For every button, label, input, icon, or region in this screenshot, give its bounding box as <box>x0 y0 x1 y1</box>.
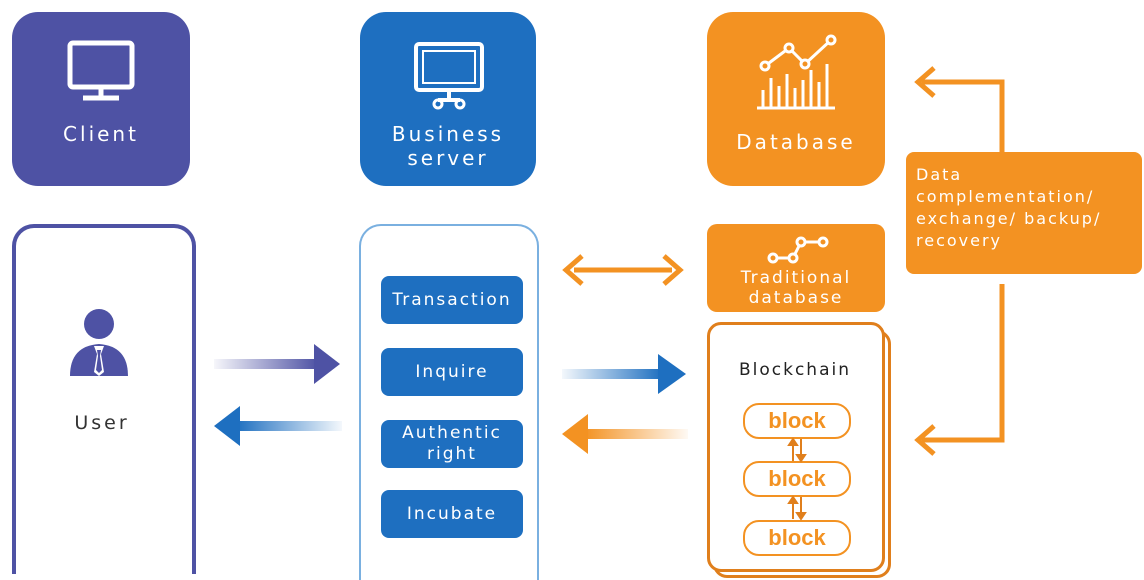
data-ops-to-blockchain-arrow <box>914 284 1005 456</box>
server-to-blockchain-arrow <box>562 354 686 394</box>
user-label: User <box>74 412 130 434</box>
data-ops-to-database-arrow <box>914 66 1005 152</box>
monitor-icon <box>67 40 135 101</box>
inquire-button[interactable]: Inquire <box>381 348 523 396</box>
traditional-database-label: Traditional database <box>740 268 852 308</box>
block-2: block <box>743 461 851 497</box>
blockchain-title: Blockchain <box>738 360 851 380</box>
block-link-arrows-2 <box>787 495 807 521</box>
user-to-server-arrow <box>214 344 340 384</box>
database-tile: Database <box>707 12 885 186</box>
transaction-button[interactable]: Transaction <box>381 276 523 324</box>
client-label: Client <box>63 122 139 146</box>
user-icon <box>70 309 128 376</box>
data-operations-label: Data complementation/ exchange/ backup/ … <box>916 165 1102 250</box>
traditional-database-box: Traditional database <box>707 224 885 312</box>
client-tile: Client <box>12 12 190 186</box>
server-icon <box>414 42 484 110</box>
business-server-tile: Business server <box>360 12 536 186</box>
server-traditional-db-double-arrow <box>562 254 684 286</box>
incubate-button[interactable]: Incubate <box>381 490 523 538</box>
block-3: block <box>743 520 851 556</box>
authentic-right-button[interactable]: Authentic right <box>381 420 523 468</box>
blockchain-to-server-arrow <box>562 414 688 454</box>
database-label: Database <box>736 130 856 154</box>
analytics-chart-icon <box>757 34 837 110</box>
server-to-user-arrow <box>214 406 342 446</box>
block-1: block <box>743 403 851 439</box>
block-link-arrows-1 <box>787 437 807 463</box>
data-operations-box: Data complementation/ exchange/ backup/ … <box>906 152 1142 274</box>
business-server-label: Business server <box>391 122 505 170</box>
user-panel <box>12 224 196 574</box>
network-nodes-icon <box>767 236 829 264</box>
